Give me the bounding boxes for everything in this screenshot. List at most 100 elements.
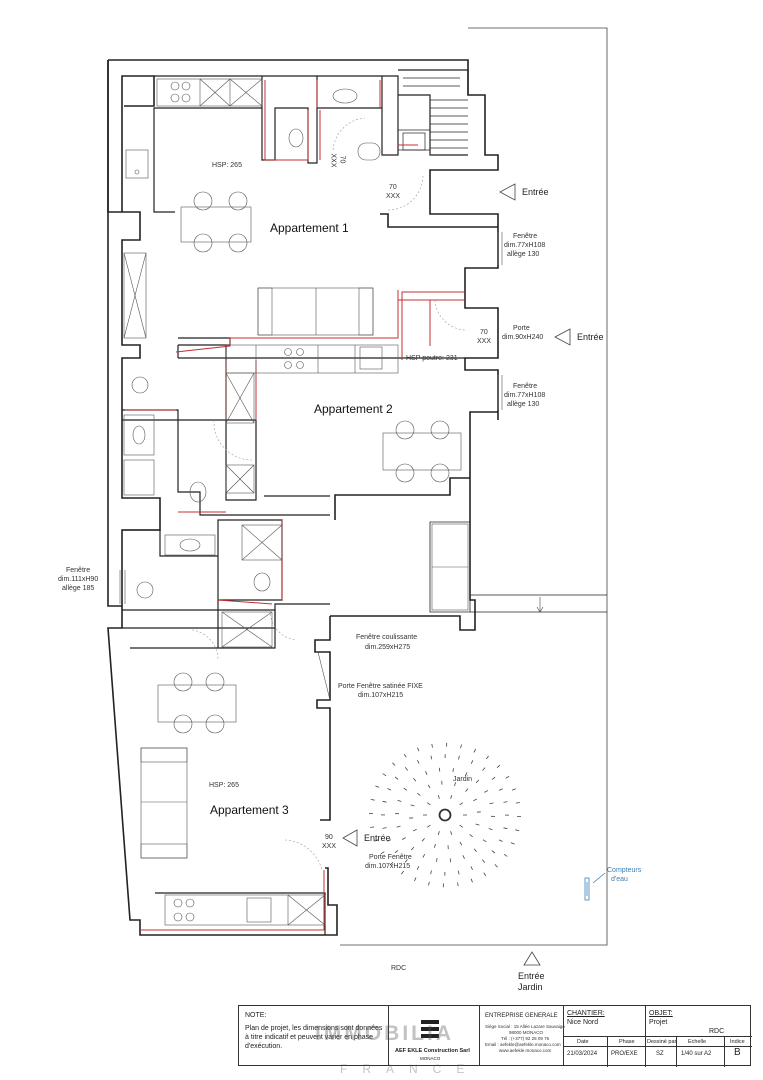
header-index: Indice	[730, 1039, 745, 1045]
site-boundary	[340, 27, 608, 946]
header-phase: Phase	[619, 1039, 635, 1045]
tree-canopy-mark	[503, 827, 508, 830]
tree-canopy-mark	[421, 838, 425, 842]
tree-canopy-mark	[396, 825, 401, 828]
eg-line-5: www.aefekle.monaco.com	[499, 1048, 552, 1053]
inner-walls-apt1	[153, 69, 469, 213]
tree-canopy-mark	[438, 767, 441, 772]
tree-canopy-mark	[426, 802, 431, 806]
tree-canopy-mark	[459, 841, 463, 846]
tree-canopy-mark	[417, 747, 420, 752]
tree-canopy-mark	[457, 870, 460, 875]
value-drawn-by: SZ	[656, 1051, 664, 1057]
tree-canopy-mark	[469, 834, 473, 838]
tree-canopy-mark	[410, 804, 415, 807]
tree-canopy-mark	[503, 801, 508, 803]
tree-canopy-mark	[462, 855, 465, 859]
tree-canopy-mark	[430, 870, 432, 875]
chantier-value: Nice Nord	[567, 1019, 599, 1026]
tree-canopy-mark	[457, 882, 459, 887]
window-mid-title: Fenêtre	[513, 383, 538, 390]
tree-canopy-mark	[374, 839, 379, 842]
tree-canopy-mark	[413, 828, 417, 832]
red-partition-7	[319, 110, 418, 160]
tree-canopy-mark	[382, 800, 387, 803]
door-mark-small-bot: XXX	[329, 153, 337, 168]
tree-canopy-mark	[404, 767, 409, 771]
door-dim: dim.90xH240	[502, 334, 544, 341]
watermark-line-2: FRANCE	[340, 1062, 480, 1076]
entrance-label-1: Entrée	[522, 187, 549, 197]
tree-canopy-mark	[483, 872, 487, 877]
window-mid-sill: allège 130	[507, 401, 540, 408]
sliding-window-title: Fenêtre coulissante	[356, 634, 418, 641]
header-scale: Echelle	[688, 1039, 707, 1045]
objet-label: OBJET:	[649, 1010, 673, 1017]
tree-canopy-mark	[473, 798, 477, 802]
window-top-title: Fenêtre	[513, 233, 538, 240]
tree-canopy-mark	[464, 772, 468, 776]
door-mark-2-top: 70	[480, 329, 488, 336]
eg-title: ENTREPRISE GENERALE	[485, 1013, 558, 1019]
apt3-hsp: HSP: 265	[209, 782, 239, 789]
tree-canopy-mark	[436, 858, 438, 862]
tree-canopy-mark	[434, 843, 436, 848]
tree-canopy-mark	[473, 748, 476, 753]
tree-canopy-mark	[454, 782, 456, 787]
tree-canopy-mark	[394, 776, 399, 780]
kitchen-counter-apt2	[225, 344, 399, 374]
tree-canopy-mark	[413, 777, 417, 782]
value-index: B	[734, 1047, 741, 1058]
door-mark-small-top: 70	[338, 155, 346, 164]
tree-canopy-mark	[459, 824, 464, 828]
tree-canopy-mark	[382, 827, 387, 829]
apt2-hsp: HSP poutre: 231	[406, 355, 458, 362]
tree-canopy-mark	[404, 859, 408, 863]
red-partition-3	[175, 290, 399, 353]
entrance-label-2: Entrée	[577, 332, 604, 342]
eg-line-4: Email : aefekle@aefekle.monaco.com	[485, 1042, 561, 1047]
fixed-door-dim: dim.107xH215	[358, 692, 404, 699]
sliding-window-dim: dim.259xH275	[365, 644, 411, 651]
door-mark-3-top: 90	[325, 834, 333, 841]
inner-walls-mid	[122, 337, 465, 629]
entrance-arrow-garden	[523, 951, 541, 966]
door-title: Porte	[513, 325, 530, 332]
tree-canopy-mark	[449, 858, 452, 863]
tree-canopy-mark	[387, 839, 392, 842]
eg-line-3: Tél : (+377) 92 25 09 76	[501, 1036, 550, 1041]
meters-label-2: d'eau	[611, 876, 628, 883]
eg-line-1: Siège Social : 15 Allée Lazare Sauvaigo	[485, 1024, 565, 1029]
header-date: Date	[577, 1039, 589, 1045]
window-left-title: Fenêtre	[66, 567, 91, 574]
tree-canopy-mark	[470, 760, 474, 764]
garden-entrance-label-2: Jardin	[518, 982, 543, 992]
door-mark-2-bot: XXX	[477, 338, 492, 345]
tree-canopy-mark	[437, 831, 440, 836]
tree-canopy-mark	[510, 842, 515, 845]
tree-canopy-mark	[414, 877, 417, 882]
tree-canopy-mark	[403, 753, 407, 758]
tree-canopy-mark	[491, 776, 496, 780]
objet-level: RDC	[709, 1028, 725, 1035]
window-left-dim: dim.111xH90	[58, 576, 99, 583]
tree-canopy-mark	[452, 768, 454, 772]
tree-canopy-mark	[488, 828, 493, 831]
value-scale: 1/40 sur A2	[681, 1051, 712, 1057]
tree-canopy-mark	[505, 775, 510, 779]
tree-canopy-mark	[515, 802, 520, 804]
tree-canopy-mark	[394, 850, 399, 854]
red-partition-6	[140, 870, 325, 931]
red-partition-5	[178, 511, 283, 605]
tree-canopy-mark	[498, 788, 503, 791]
tree-canopy-mark	[397, 799, 402, 802]
tree-canopy-mark	[370, 799, 375, 801]
tree-canopy-mark	[496, 764, 501, 768]
tree-canopy-mark	[431, 743, 433, 748]
watermark-line-1: IMMOBILIA	[315, 1022, 454, 1045]
note-line-1: Plan de projet, les dimensions sont donn…	[245, 1025, 383, 1032]
tree-canopy-mark	[389, 862, 394, 866]
dining-table-apt3	[157, 684, 237, 723]
fixed-door-title: Porte Fenêtre satinée FIXE	[338, 683, 423, 690]
